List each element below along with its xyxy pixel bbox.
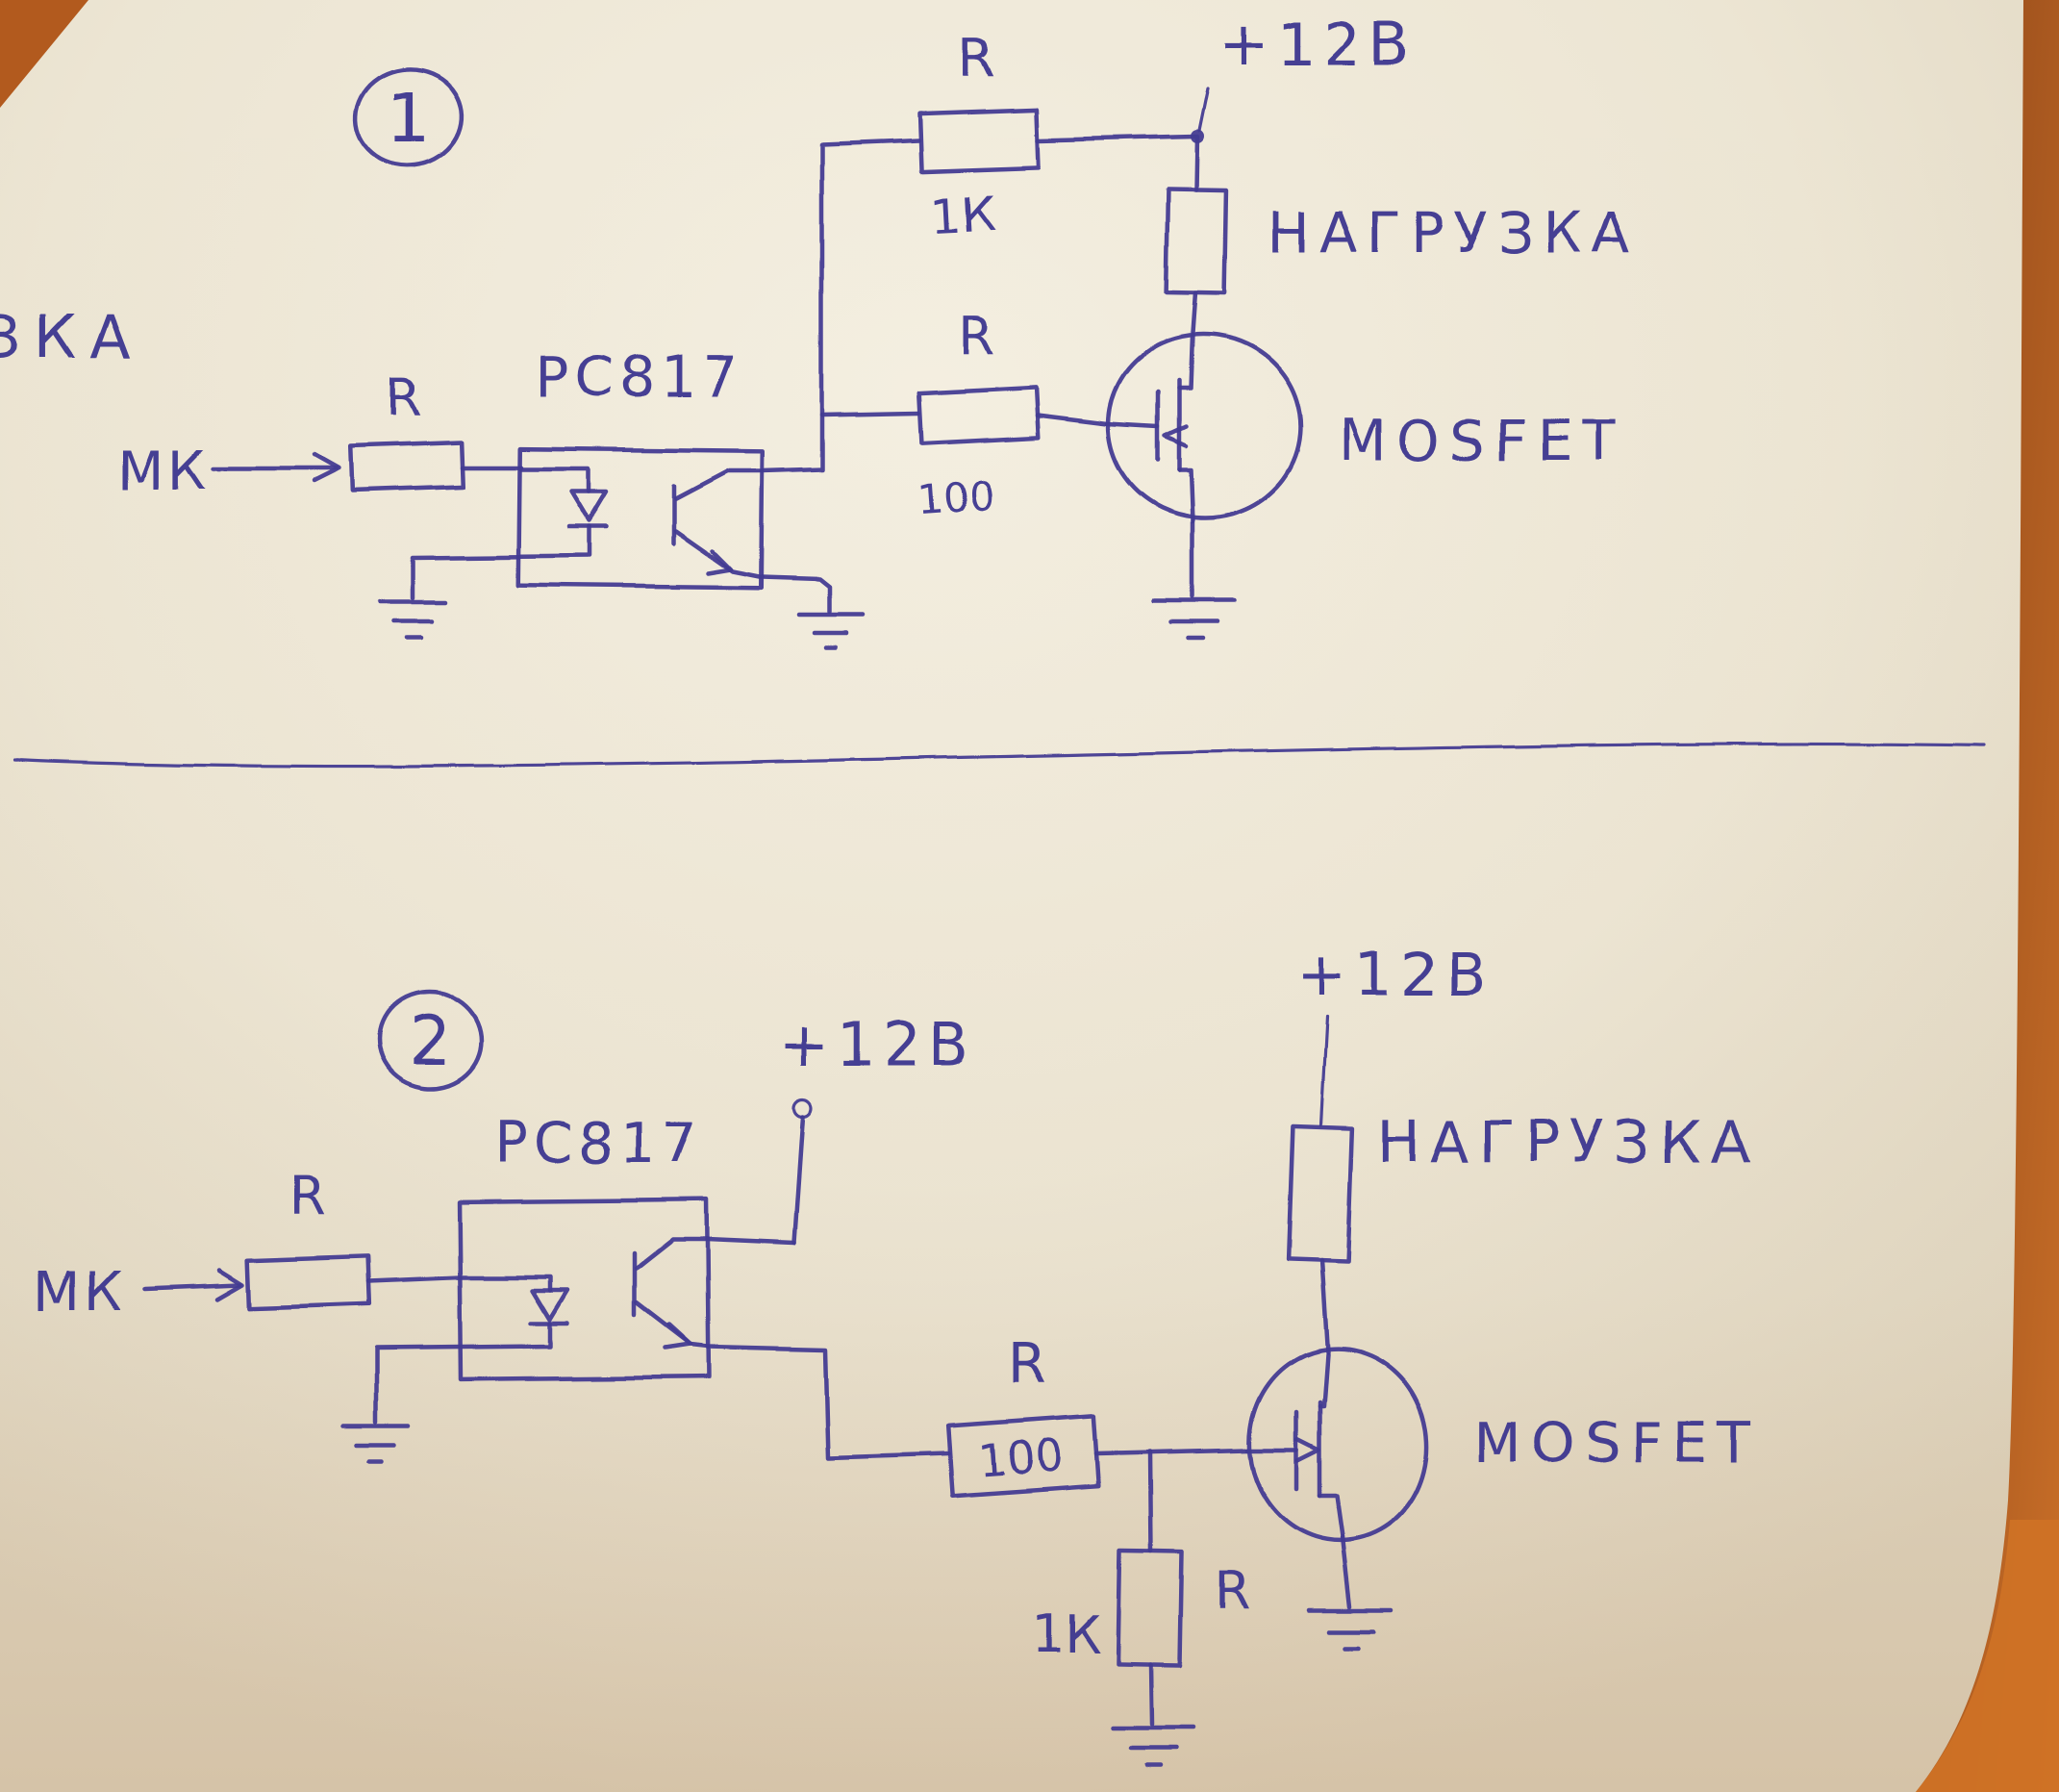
table-corner-top-left (0, 0, 88, 108)
divider-line (13, 742, 1985, 769)
circuit2-load-body (1286, 1123, 1355, 1264)
circuit2-supply-opto-label: +12В (779, 1010, 976, 1080)
ground-symbol (795, 612, 866, 650)
circuit2-mk-arrowhead-icon (214, 1268, 245, 1302)
mosfet-drain-lead (1176, 332, 1195, 391)
mosfet-arrowhead-icon (1162, 423, 1189, 448)
mosfet-drain-lead (1317, 1351, 1330, 1409)
circuit1-r-input-body (347, 440, 465, 493)
led-cathode-wire (411, 524, 591, 601)
circuit2-supply-load-label: +12В (1296, 940, 1494, 1010)
supply-lead-wire (791, 1114, 806, 1246)
wire (1193, 134, 1200, 193)
wire (366, 1275, 463, 1284)
circuit2-r-gate-value: 100 (976, 1429, 1064, 1487)
emitter-arrowhead-icon (663, 1323, 693, 1351)
circuit2-badge-circle (375, 990, 485, 1092)
gate-branch-wire (819, 411, 922, 418)
circuit-2: 2 МК R PC817 (34, 940, 1760, 1768)
supply-lead-wire (1197, 87, 1210, 133)
wire (1148, 1661, 1155, 1727)
phototransistor-collector (634, 1236, 710, 1271)
circuit-1: 1 ЗКА МК R PC817 (0, 10, 1640, 650)
circuit2-r-gate-body (945, 1414, 1101, 1499)
ground-symbol (378, 599, 449, 641)
circuit1-r-input-label: R (386, 367, 422, 428)
table-corner-bottom-right (1916, 1520, 2059, 1792)
collector-rail-wire (759, 138, 922, 474)
circuit1-mk-label: МК (117, 440, 210, 502)
circuit1-badge-circle (353, 66, 465, 168)
ground-symbol (341, 1423, 413, 1464)
circuit1-edge-text: ЗКА (0, 302, 144, 372)
mosfet-source-lead (1317, 1494, 1345, 1540)
circuit2-r-pulldown-label: R (1214, 1560, 1250, 1621)
wire (1318, 1257, 1330, 1355)
wire (1034, 134, 1198, 143)
emitter-arrowhead-icon (705, 547, 734, 576)
circuit2-optocoupler-body (456, 1197, 712, 1382)
circuit2-load-label: НАГРУЗКА (1377, 1109, 1760, 1176)
circuit2-mk-label: МК (34, 1261, 126, 1324)
wire (1147, 1450, 1154, 1553)
wire (759, 574, 832, 615)
table-edge-right (1916, 0, 2059, 1792)
mosfet-source-lead (1176, 467, 1195, 524)
ground-symbol (1307, 1607, 1394, 1651)
mosfet-gate-lead (1104, 421, 1161, 430)
wire (1093, 1448, 1251, 1457)
circuit1-optocoupler-label: PC817 (536, 344, 743, 410)
circuit1-r-pullup-label: R (958, 29, 994, 89)
circuit2-r-pulldown-value: 1К (1031, 1604, 1101, 1665)
led-anode-wire (459, 1275, 553, 1294)
supply-lead-wire (1318, 1016, 1328, 1127)
circuit2-r-input-label: R (289, 1166, 326, 1226)
circuit1-r-gate-value: 100 (916, 471, 995, 523)
circuit1-r-gate-label: R (958, 306, 994, 366)
wire (1190, 290, 1198, 336)
circuit2-mosfet-label: MOSFET (1473, 1410, 1760, 1476)
ground-symbol (1111, 1725, 1195, 1768)
circuit1-r-pullup-value: 1К (929, 187, 996, 245)
circuit1-supply-label: +12В (1219, 10, 1417, 80)
wire (1034, 413, 1110, 427)
output-wire (705, 1344, 951, 1461)
ink-drawing: 1 ЗКА МК R PC817 (0, 10, 1985, 1768)
wire (1340, 1534, 1353, 1609)
mosfet-arrowhead-icon (1294, 1437, 1321, 1464)
phototransistor-emitter (672, 528, 765, 580)
circuit1-badge-number: 1 (388, 79, 431, 158)
led-anode-wire (518, 467, 591, 495)
phototransistor-collector (672, 468, 763, 501)
circuit1-mosfet-label: MOSFET (1339, 408, 1625, 473)
led-cathode-wire (374, 1321, 553, 1425)
led-triangle-icon (568, 490, 609, 524)
circuit1-mk-arrowhead-icon (311, 452, 341, 484)
led-triangle-icon (530, 1288, 570, 1323)
ground-symbol (1151, 597, 1238, 641)
circuit2-optocoupler-label: PC817 (494, 1110, 702, 1175)
circuit1-optocoupler-body (516, 446, 765, 591)
circuit2-mosfet-body (1247, 1346, 1430, 1544)
circuit1-mosfet-body (1105, 332, 1303, 520)
circuit2-badge-number: 2 (409, 1002, 452, 1081)
circuit1-r-gate-body (917, 385, 1041, 446)
wire (704, 1236, 797, 1246)
circuit1-load-label: НАГРУЗКА (1268, 200, 1640, 265)
circuit2-mk-arrow-line (141, 1282, 243, 1292)
circuit2-r-gate-label: R (1008, 1331, 1046, 1397)
